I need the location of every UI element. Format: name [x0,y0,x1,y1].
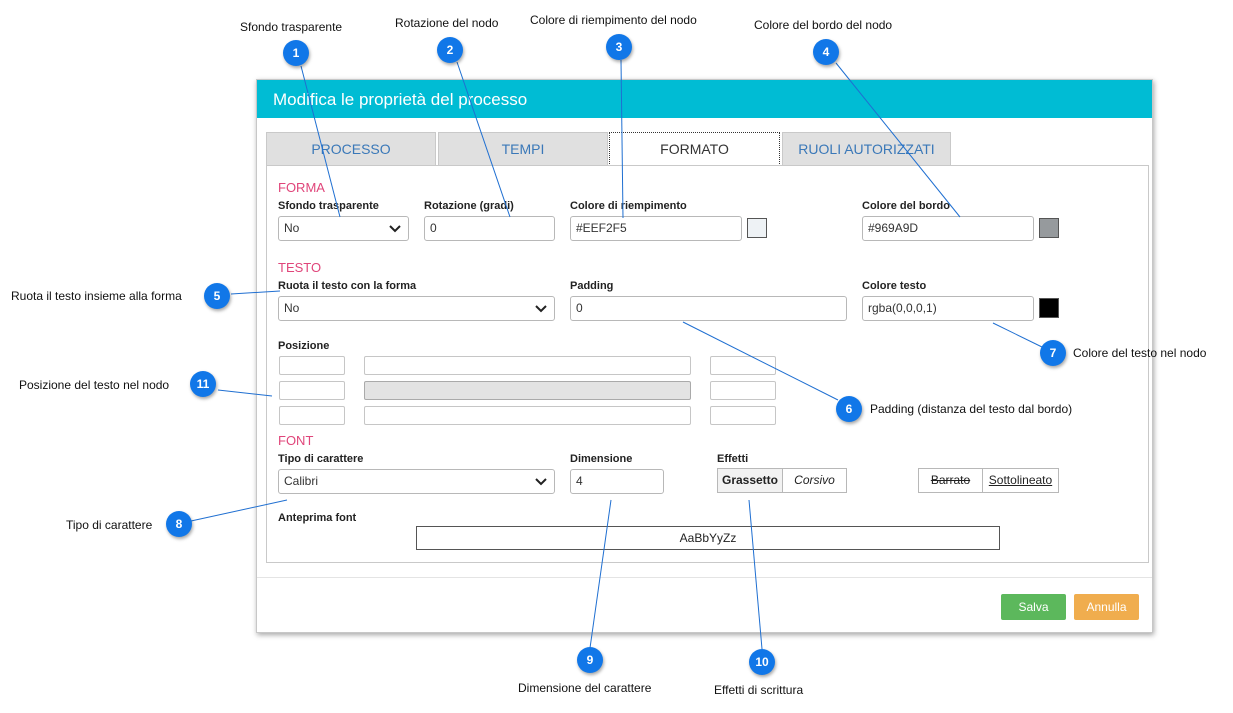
dialog-title: Modifica le proprietà del processo [273,90,528,109]
font-size-label: Dimensione [570,453,633,465]
rotate-text-label: Ruota il testo con la forma [278,280,417,292]
tab-tempi[interactable]: TEMPI [438,132,608,166]
position-top-left[interactable] [279,356,345,375]
callout-8: 8 [166,511,192,537]
annotation-text-4: Colore del bordo del nodo [754,18,893,32]
callout-2: 2 [437,37,463,63]
border-color-input[interactable]: #969A9D [862,216,1034,241]
annotation-text-10: Effetti di scrittura [714,683,804,697]
fill-color-label: Colore di riempimento [570,200,687,212]
annotation-text-9: Dimensione del carattere [518,681,652,695]
callout-4: 4 [813,39,839,65]
callout-5: 5 [204,283,230,309]
text-color-label: Colore testo [862,280,927,292]
position-middle-center[interactable] [364,381,691,400]
section-forma: FORMA [278,180,325,195]
font-type-select[interactable]: Calibri [278,469,555,494]
font-type-label: Tipo di carattere [278,453,364,465]
bold-button[interactable]: Grassetto [717,468,783,493]
text-color-input[interactable]: rgba(0,0,0,1) [862,296,1034,321]
border-color-label: Colore del bordo [862,200,950,212]
effects-label: Effetti [717,453,749,465]
position-middle-right[interactable] [710,381,776,400]
section-testo: TESTO [278,260,322,275]
tab-formato[interactable]: FORMATO [609,132,780,166]
rotation-label: Rotazione (gradi) [424,200,514,212]
transparent-select[interactable]: No [278,216,409,241]
annotation-text-7: Colore del testo nel nodo [1073,346,1207,360]
chevron-down-icon [389,225,401,233]
callout-9: 9 [577,647,603,673]
callout-7: 7 [1040,340,1066,366]
annotation-text-1: Sfondo trasparente [240,20,343,34]
callout-3: 3 [606,34,632,60]
text-color-swatch[interactable] [1039,298,1059,318]
position-top-right[interactable] [710,356,776,375]
font-preview-label: Anteprima font [278,512,357,524]
cancel-button[interactable]: Annulla [1074,594,1139,620]
padding-label: Padding [570,280,614,292]
transparent-label: Sfondo trasparente [278,200,379,212]
save-button[interactable]: Salva [1001,594,1066,620]
position-bottom-left[interactable] [279,406,345,425]
annotation-text-5: Ruota il testo insieme alla forma [11,289,182,303]
rotate-text-value: No [284,301,300,315]
rotation-input[interactable]: 0 [424,216,555,241]
tab-ruoli-autorizzati[interactable]: RUOLI AUTORIZZATI [782,132,951,166]
chevron-down-icon [535,305,547,313]
annotation-text-3: Colore di riempimento del nodo [530,13,697,27]
underline-button[interactable]: Sottolineato [982,468,1059,493]
section-font: FONT [278,433,314,448]
italic-button[interactable]: Corsivo [782,468,847,493]
callout-10: 10 [749,649,775,675]
position-bottom-right[interactable] [710,406,776,425]
padding-input[interactable]: 0 [570,296,847,321]
transparent-value: No [284,221,300,235]
font-type-value: Calibri [284,474,319,488]
position-top-center[interactable] [364,356,691,375]
fill-color-input[interactable]: #EEF2F5 [570,216,742,241]
annotation-text-6: Padding (distanza del testo dal bordo) [870,402,1073,416]
rotate-text-select[interactable]: No [278,296,555,321]
position-bottom-center[interactable] [364,406,691,425]
callout-6: 6 [836,396,862,422]
strikethrough-button[interactable]: Barrato [918,468,983,493]
footer-divider [257,577,1152,578]
callout-1: 1 [283,40,309,66]
annotation-text-8: Tipo di carattere [66,518,153,532]
callout-11: 11 [190,371,216,397]
dialog-header: Modifica le proprietà del processo [257,80,1152,118]
font-preview-box: AaBbYyZz [416,526,1000,550]
border-color-swatch[interactable] [1039,218,1059,238]
fill-color-swatch[interactable] [747,218,767,238]
position-label: Posizione [278,340,330,352]
annotation-text-2: Rotazione del nodo [395,16,499,30]
chevron-down-icon [535,478,547,486]
properties-dialog: Modifica le proprietà del processo PROCE… [256,79,1153,633]
position-middle-left[interactable] [279,381,345,400]
font-size-input[interactable]: 4 [570,469,664,494]
annotation-text-11: Posizione del testo nel nodo [19,378,170,392]
tab-processo[interactable]: PROCESSO [266,132,436,166]
formato-panel: FORMA Sfondo trasparente No Rotazione (g… [266,165,1149,563]
